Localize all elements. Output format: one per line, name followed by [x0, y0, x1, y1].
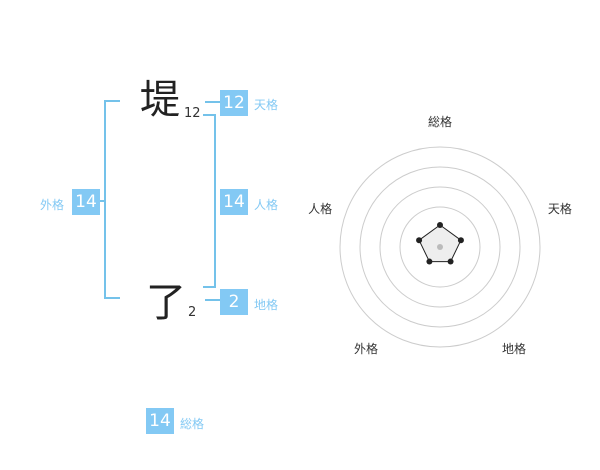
outer-bracket-stub: [98, 200, 106, 202]
chi-kaku-label: 地格: [254, 298, 279, 312]
gai-kaku-value: 14: [72, 189, 100, 215]
jin-kaku-label: 人格: [254, 198, 279, 212]
radar-ring-1: [339, 146, 541, 348]
inner-bracket-line: [214, 114, 216, 288]
radar-label-sou: 総格: [428, 114, 453, 129]
gai-kaku-label: 外格: [40, 198, 65, 212]
ten-kaku-value: 12: [220, 90, 248, 116]
ten-connector: [205, 101, 220, 103]
radar-point-1: [437, 222, 443, 228]
outer-bracket-line: [104, 100, 106, 299]
stroke-count-2: 2: [188, 305, 197, 320]
radar-center-point: [437, 244, 443, 250]
outer-bracket-top: [104, 100, 120, 102]
inner-bracket-top: [203, 114, 216, 116]
radar-label-jin: 人格: [308, 201, 333, 216]
radar-point-2: [457, 237, 464, 244]
radar-ring-3: [379, 186, 501, 308]
name-char-2: 了: [146, 280, 186, 326]
radar-label-ten: 天格: [547, 201, 572, 216]
sou-kaku-value: 14: [146, 408, 174, 434]
outer-bracket-bottom: [104, 297, 120, 299]
inner-bracket-bottom: [203, 286, 216, 288]
chi-connector: [205, 299, 220, 301]
radar-point-5: [416, 237, 423, 244]
ten-kaku-label: 天格: [254, 98, 279, 112]
stroke-count-1: 12: [184, 106, 201, 121]
jin-kaku-value: 14: [220, 189, 248, 215]
radar-ring-4: [399, 206, 481, 288]
name-char-1: 堤: [140, 77, 180, 123]
radar-chart: [339, 146, 541, 348]
radar-point-4: [426, 258, 433, 265]
chi-kaku-value: 2: [220, 289, 248, 315]
radar-label-chi: 地格: [502, 342, 527, 357]
radar-ring-2: [359, 166, 521, 328]
radar-point-3: [447, 258, 454, 265]
sou-kaku-label: 総格: [180, 417, 205, 431]
radar-polygon: [418, 224, 462, 263]
radar-label-gai: 外格: [353, 342, 378, 357]
